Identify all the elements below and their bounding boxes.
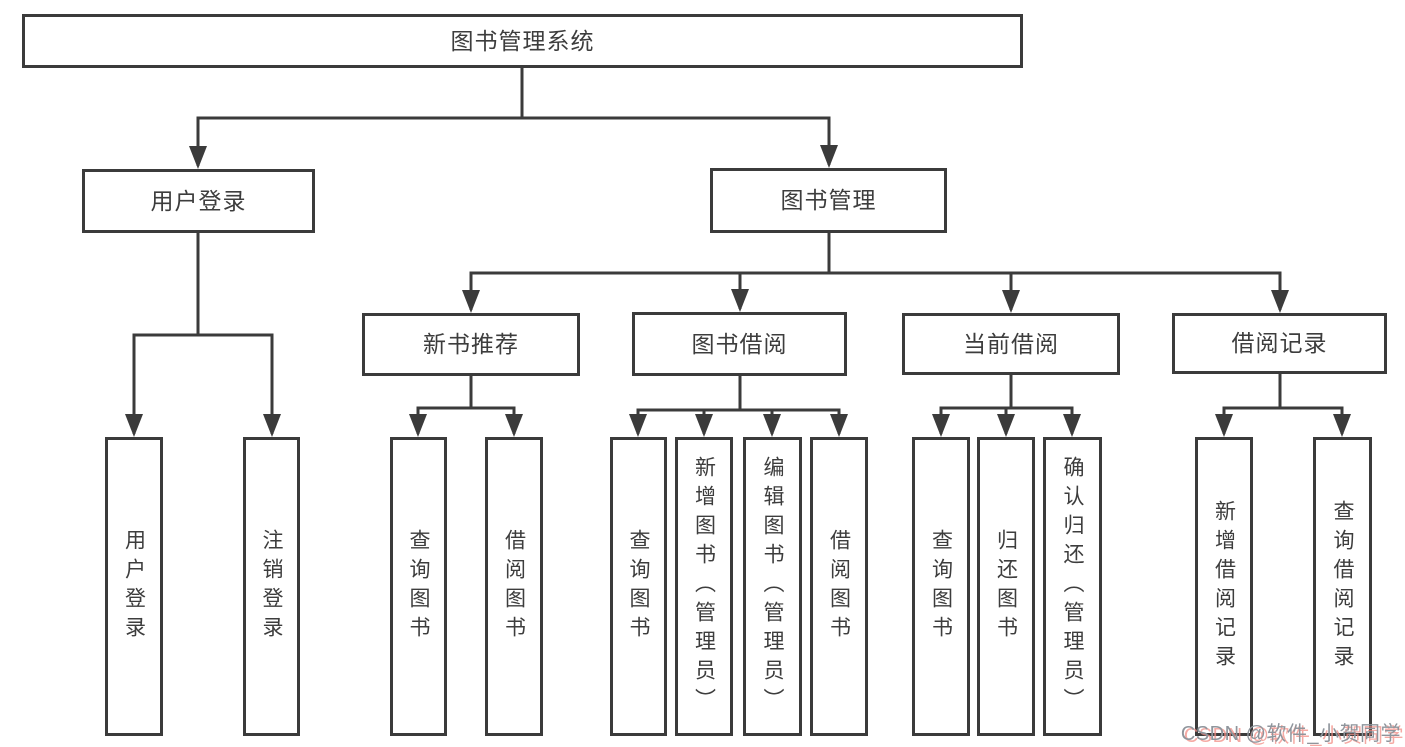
leaf-user-login: 用户登录	[105, 437, 163, 736]
node-root-system: 图书管理系统	[22, 14, 1023, 68]
leaf-logout: 注销登录	[243, 437, 300, 736]
leaf-edit-books-admin: 编辑图书（管理员）	[743, 437, 802, 736]
leaf-borrow-books-recommend: 借阅图书	[485, 437, 543, 736]
leaf-confirm-return-admin: 确认归还（管理员）	[1043, 437, 1102, 736]
node-book-borrow: 图书借阅	[632, 312, 847, 376]
leaf-query-books-borrow: 查询图书	[610, 437, 667, 736]
node-book-management: 图书管理	[710, 168, 947, 233]
leaf-borrow-books: 借阅图书	[810, 437, 868, 736]
leaf-add-books-admin: 新增图书（管理员）	[675, 437, 733, 736]
leaf-query-books-recommend: 查询图书	[390, 437, 447, 736]
csdn-watermark: CSDN @软件_小贺同学	[1180, 723, 1401, 745]
leaf-query-books-current: 查询图书	[912, 437, 970, 736]
node-new-book-recommend: 新书推荐	[362, 313, 580, 376]
leaf-add-borrow-record: 新增借阅记录	[1195, 437, 1253, 736]
node-current-borrow: 当前借阅	[902, 313, 1120, 375]
node-user-login: 用户登录	[82, 169, 315, 233]
leaf-query-borrow-record: 查询借阅记录	[1313, 437, 1372, 736]
leaf-return-books: 归还图书	[977, 437, 1035, 736]
node-borrow-records: 借阅记录	[1172, 313, 1387, 374]
